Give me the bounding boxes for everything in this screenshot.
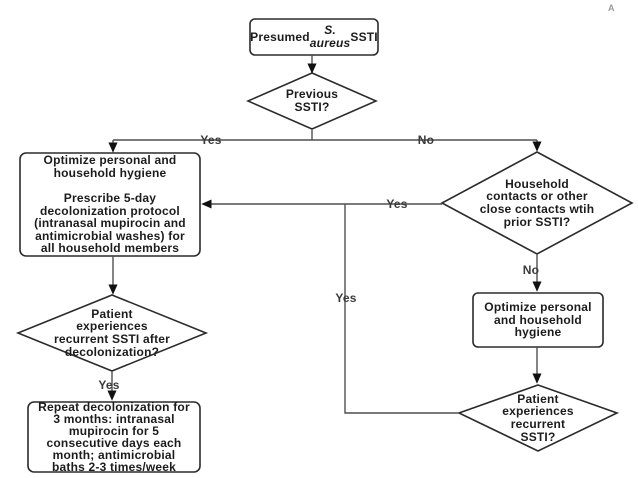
process-decolonization-protocol-shape: [19, 152, 201, 257]
edge-recurrent-loop: [344, 204, 459, 414]
decision-household-contacts-shape: [440, 151, 634, 255]
watermark-letter: A: [608, 3, 615, 13]
process-optimize-hygiene-shape: [472, 292, 604, 348]
decision-recurrent-after-decolonization-shape: [15, 294, 209, 372]
edge-previous-split: [113, 129, 537, 141]
decision-previous-ssti-shape: [246, 72, 378, 130]
process-repeat-decolonization-shape: [27, 401, 201, 473]
decision-recurrent-ssti-shape: [456, 384, 620, 452]
start-node-shape: [249, 18, 379, 56]
